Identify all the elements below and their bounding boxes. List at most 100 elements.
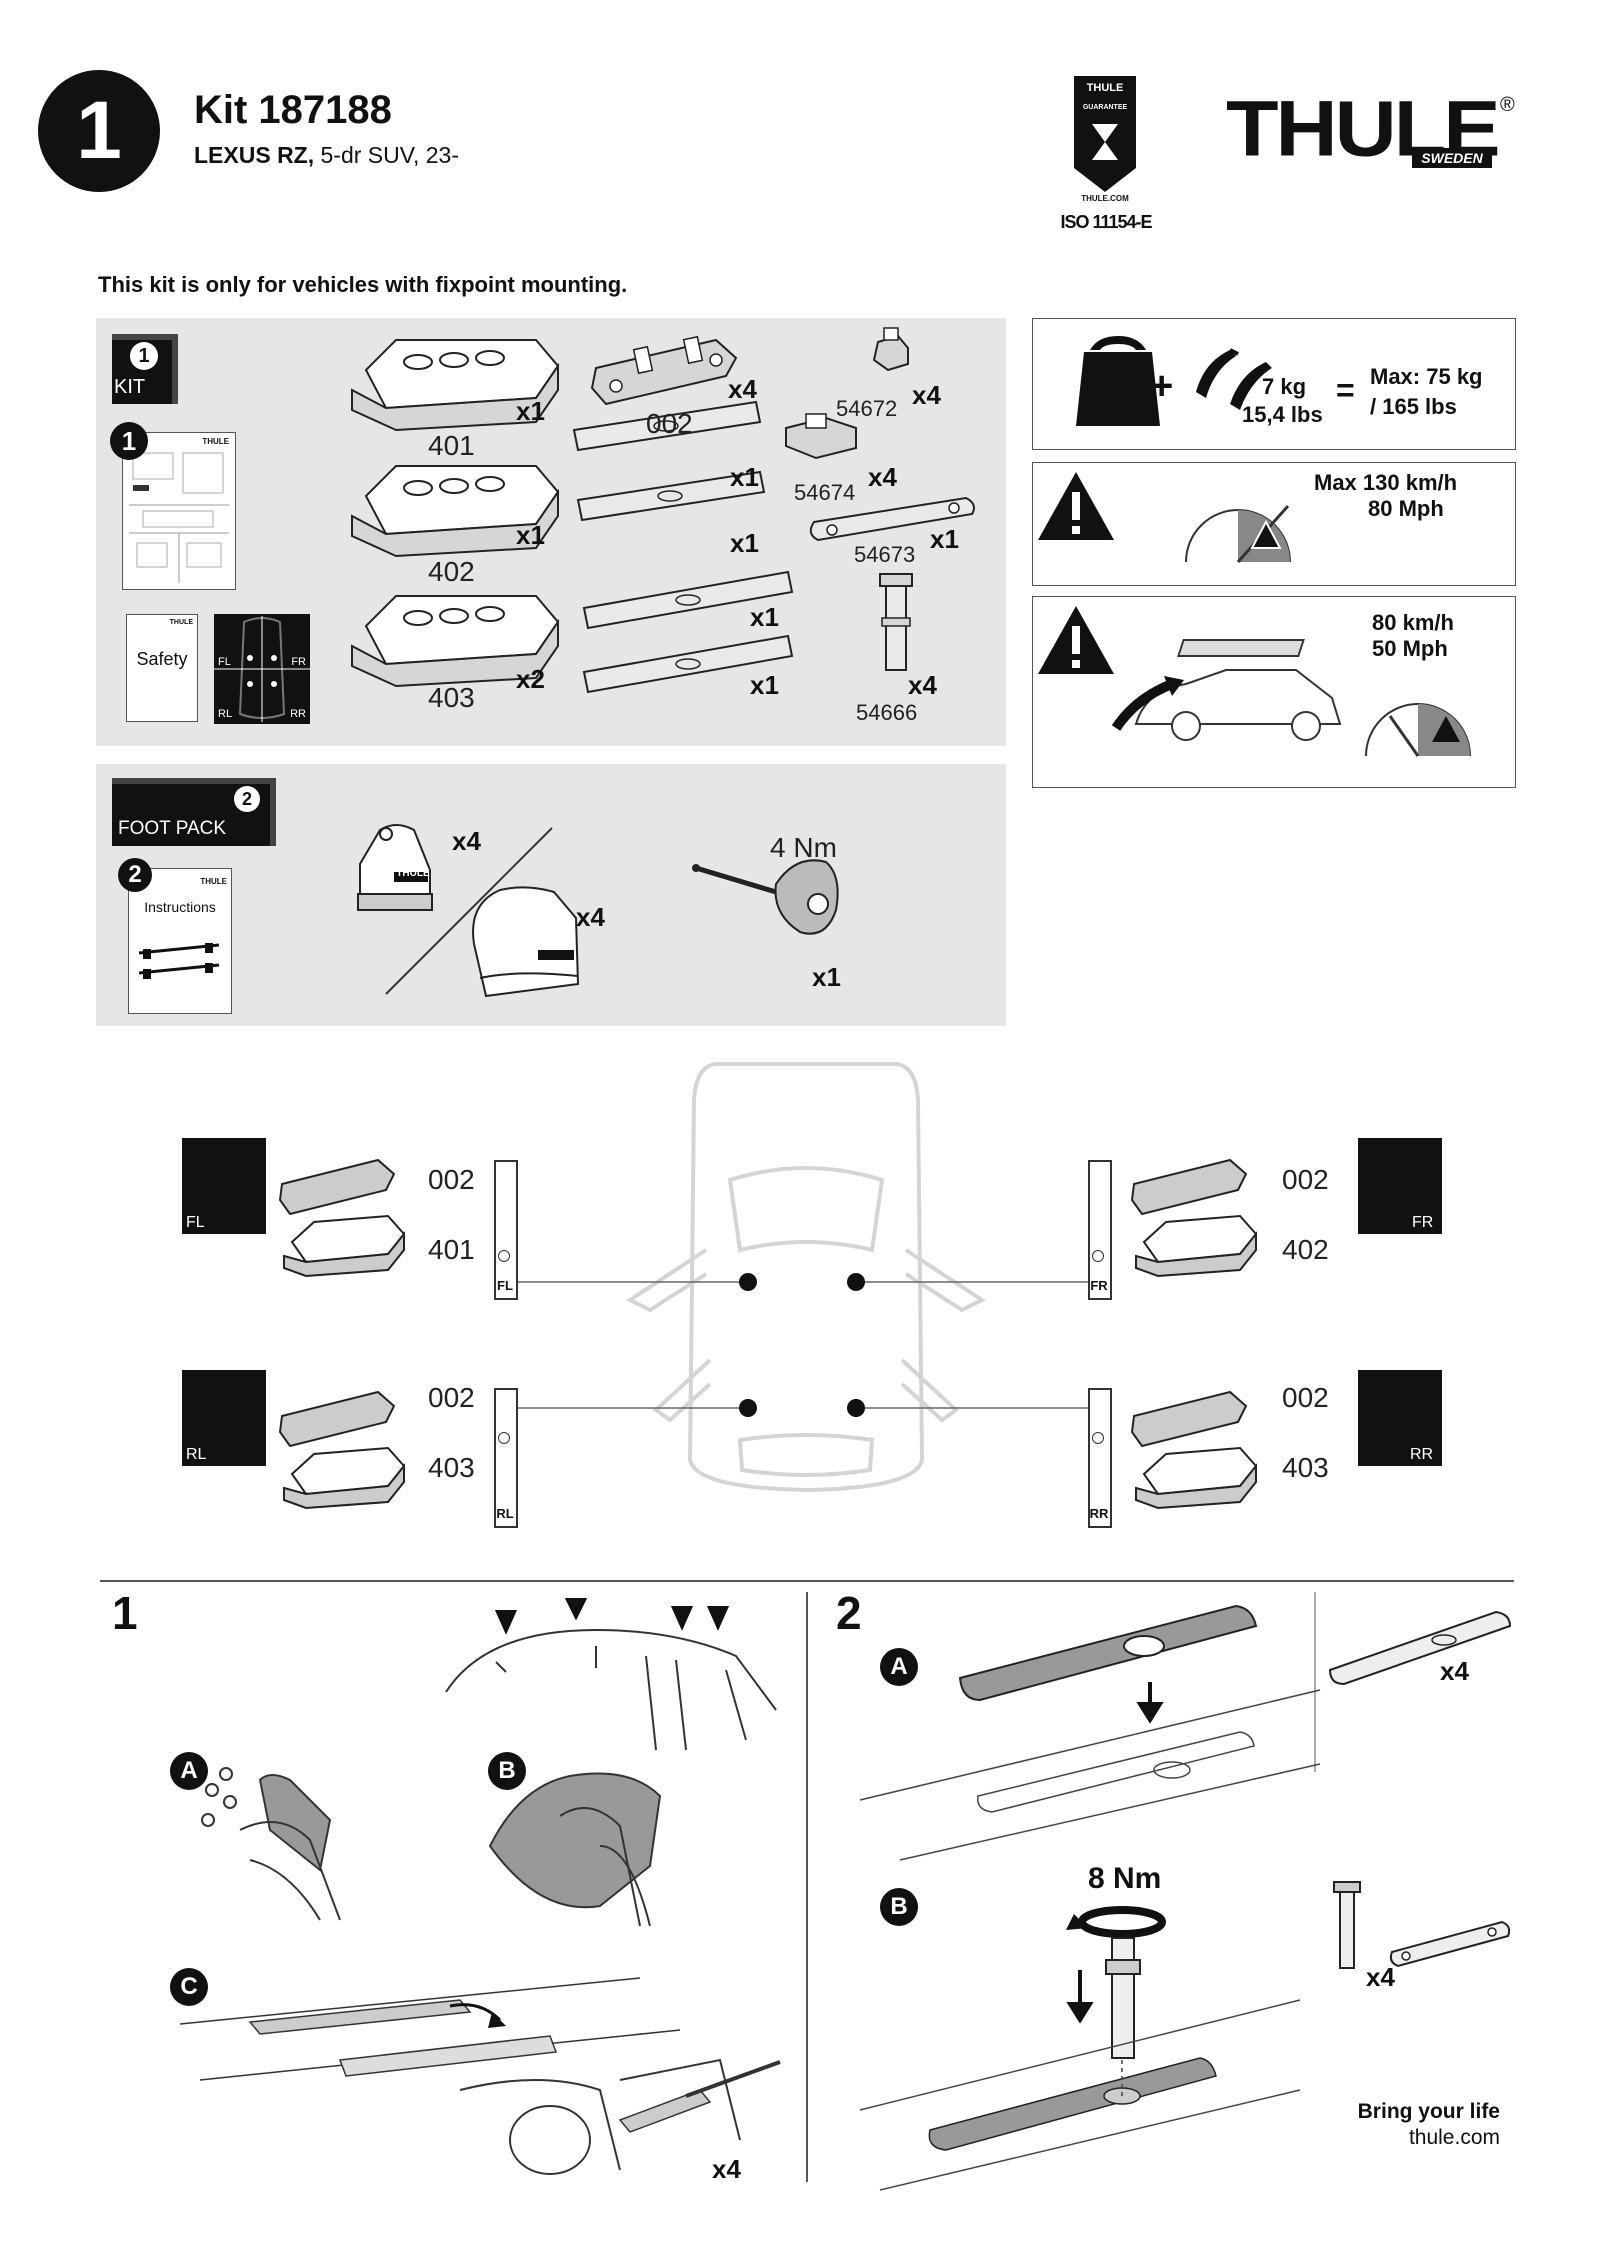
step-1-a-circle (170, 1752, 208, 1790)
pos-thumb-rr-label: RR (1410, 1446, 1434, 1463)
pad-3-qty: x1 (750, 602, 779, 632)
foot-403-icon (351, 595, 560, 688)
step-badge-number: 1 (76, 85, 122, 176)
pos-rl: RL (218, 708, 233, 720)
foot-pack-tag-number: 2 (241, 789, 252, 809)
pos-rr: RR (290, 708, 306, 720)
car-top-view-icon (626, 1062, 986, 1493)
foot-pack-booklet-brand: THULE (200, 877, 227, 886)
rubber-pad-icon (572, 400, 794, 694)
pos-thumb-fr (1358, 1138, 1442, 1234)
step-2-b-circle (880, 1888, 918, 1926)
pos-thumb-rl-label: RL (186, 1446, 207, 1463)
fr-pad-hole (1092, 1250, 1104, 1262)
step-1-c-circle (170, 1968, 208, 2006)
part-54674-qty: x4 (868, 462, 897, 492)
car-roof-icon (445, 1598, 777, 1751)
part-401-qty: x1 (516, 396, 545, 426)
kit-parts-drawing (351, 327, 975, 694)
rl-pad-label: RL (496, 1506, 514, 1521)
car-outline-icon (214, 616, 310, 722)
safety-booklet-label: Safety (136, 649, 188, 669)
part-54674-label: 54674 (794, 480, 856, 505)
speedometer-icon-2 (1365, 703, 1471, 757)
part-54672-label: 54672 (836, 396, 898, 421)
rr-foot-label: 403 (1282, 1452, 1329, 1483)
foot-cover-qty: x4 (576, 902, 605, 932)
footer-slogan: Bring your life (1357, 2100, 1500, 2123)
speed-limit-kmh: Max 130 km/h (1314, 470, 1458, 495)
rl-pad-hole (498, 1432, 510, 1444)
equals-sign: = (1336, 372, 1355, 408)
bolt-54666-icon (879, 573, 913, 671)
fr-bracket-label: 002 (1282, 1164, 1329, 1195)
booklet-number: 1 (121, 426, 137, 456)
step-1-a-label: A (180, 1757, 198, 1784)
fl-bracket-label: 002 (428, 1164, 475, 1195)
steps-vertical-divider (806, 1592, 808, 2182)
step-1-b-label: B (498, 1757, 516, 1784)
rl-pad-strip (494, 1388, 518, 1528)
part-402-label: 402 (428, 556, 475, 587)
part-403-qty: x2 (516, 664, 545, 694)
fr-foot-label: 402 (1282, 1234, 1329, 1265)
vehicle-desc: 5-dr SUV, 23- (320, 142, 460, 168)
foot-pack-booklet: THULE Instructions (128, 868, 232, 1014)
foot-402-icon (351, 465, 560, 558)
bars-weight-lbs: 15,4 lbs (1242, 402, 1323, 427)
footer-url[interactable]: thule.com (1408, 2126, 1500, 2149)
pos-thumb-rr (1358, 1370, 1442, 1466)
car-with-load-icon (1111, 639, 1342, 741)
part-403-label: 403 (428, 682, 475, 713)
step-2-a-circle (880, 1648, 918, 1686)
guarantee-shield-icon (1074, 76, 1136, 192)
kit-tag-number: 1 (138, 345, 150, 367)
part-002-qty: x4 (728, 374, 757, 404)
steps-divider (100, 1580, 1514, 1582)
rl-bracket-label: 002 (428, 1382, 475, 1413)
rr-pad-strip (1088, 1388, 1112, 1528)
kit-tag-label: KIT (114, 376, 146, 398)
pos-fl: FL (218, 656, 231, 668)
thule-foot-icon (357, 824, 433, 911)
fixpoint-notice: This kit is only for vehicles with fixpo… (98, 272, 628, 297)
foot-pack-tag-number-circle (234, 786, 260, 812)
pos-fr: FR (291, 656, 306, 668)
guarantee-badge: THULE GUARANTEE (1074, 76, 1136, 192)
roof-bars-icon (1196, 348, 1272, 410)
foot-pack-booklet-number-circle (118, 858, 152, 892)
step-2-torque: 8 Nm (1088, 1862, 1162, 1895)
fl-parts-icon (278, 1158, 406, 1278)
pad-2-qty: x1 (730, 528, 759, 558)
pos-thumb-rl (182, 1370, 266, 1466)
mounting-leader-lines (508, 1273, 1092, 1417)
kit-tag-number-circle (130, 342, 158, 370)
fl-pad-label: FL (497, 1278, 513, 1293)
instruction-booklet: THULE (122, 432, 236, 590)
max-load-lbs: / 165 lbs (1370, 394, 1457, 419)
guarantee-label: GUARANTEE (1082, 104, 1128, 111)
foot-pack-drawing (357, 824, 839, 998)
pad-4-qty: x1 (750, 670, 779, 700)
fr-pad-label: FR (1090, 1278, 1108, 1293)
hands-washing-icon (201, 1767, 341, 1921)
fl-pad-strip (494, 1160, 518, 1300)
step-2-b-label: B (890, 1893, 908, 1920)
torque-key-qty: x1 (812, 962, 841, 992)
part-402-qty: x1 (516, 520, 545, 550)
bracket-002-icon (590, 335, 738, 406)
position-diagram: FL FR RL RR (214, 614, 310, 724)
thule-logo-sub: SWEDEN (1412, 148, 1492, 168)
foot-pack-booklet-label: Instructions (144, 899, 216, 915)
foot-pack-tag-label: FOOT PACK (118, 818, 227, 839)
roof-bars-thumbnail-icon (138, 943, 220, 979)
kit-title: Kit 187188 (194, 88, 392, 132)
fr-parts-icon (1130, 1158, 1258, 1278)
vehicle-model: LEXUS RZ, (194, 142, 315, 168)
step-1-qty: x4 (712, 2154, 741, 2184)
rr-pad-hole (1092, 1432, 1104, 1444)
vehicle-line: LEXUS RZ, 5-dr SUV, 23- (194, 142, 459, 169)
step-2-bolt-qty: x4 (1366, 1962, 1395, 1992)
max-load-kg: Max: 75 kg (1370, 364, 1483, 389)
bolt-plate-quantity-icon (1333, 1881, 1511, 1969)
